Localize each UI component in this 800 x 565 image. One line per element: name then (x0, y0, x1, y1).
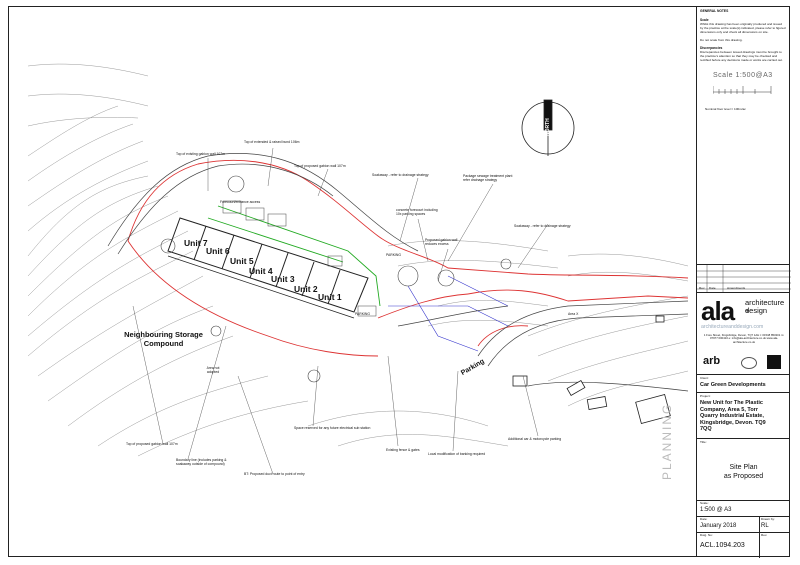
revision-grid (697, 265, 791, 293)
drawing-title-line-2: as Proposed (723, 473, 764, 480)
site-boundary (127, 159, 689, 357)
trees (160, 175, 512, 383)
client-block: Client: Car Green Developments (697, 374, 790, 392)
riba-logo (741, 357, 757, 369)
annotation: Additional car & motorcycle parking (508, 437, 562, 441)
scale-note: Whilst this drawing has been originally … (700, 22, 786, 34)
do-not-scale-note: Do not scale from this drawing. (700, 38, 743, 42)
unit-label: Unit 5 (230, 256, 254, 266)
gabion-wall (207, 205, 381, 307)
site-plan: Unit 7 Unit 6 Unit 5 Unit 4 Unit 3 Unit … (8, 6, 696, 557)
scale-block: Scale: 1:500 @ A3 (697, 500, 790, 516)
firm-website[interactable]: architectureanddesign.com (701, 324, 764, 330)
unit-label: Unit 3 (271, 274, 295, 284)
annotation: Package sewage treatment plant refer dra… (463, 174, 513, 182)
arb-logo: arb (703, 355, 721, 367)
annotation: Top of existing gabion wall 107m (176, 152, 226, 156)
project-heading: Project: (700, 394, 711, 398)
drawing-sheet (8, 6, 790, 557)
discrepancies-note: Discrepancies between issued drawings mu… (700, 50, 783, 62)
discrepancies-heading: Discrepancies (700, 46, 723, 50)
north-arrow (521, 99, 575, 156)
parking-small-label: PARKING (386, 253, 402, 257)
unit-label: Unit 1 (318, 292, 342, 302)
amendments-column: Amendments (727, 286, 746, 290)
accreditation-logo (767, 355, 781, 369)
scale-bar-label: Scale 1:500@A3 (713, 72, 773, 79)
annotation: Area not adopted (206, 366, 220, 374)
parking-bays (222, 200, 377, 317)
drawing-title-line-1: Site Plan (729, 464, 758, 471)
firm-logo: ala (701, 296, 735, 326)
contour-lines (27, 63, 689, 457)
annotation: Top of proposed gabion wall 107m (126, 442, 178, 446)
unit-label: Unit 2 (294, 284, 318, 294)
drawn-heading: Drawn by: (761, 517, 775, 521)
rev-column: Rev (699, 286, 705, 290)
unit-label: Unit 6 (206, 246, 230, 256)
drainage-lines (388, 275, 509, 352)
unit-label: Unit 4 (249, 266, 273, 276)
firm-address: 1 Fore Street, Kingsbridge, Devon, TQ7 1… (703, 333, 785, 344)
neighbouring-compound-label: Neighbouring Storage Compound (124, 330, 203, 348)
annotation: Existing fence & gates (386, 448, 420, 452)
nominal-floor-level: Nominal floor level = 100m/ac (705, 107, 746, 111)
title-block: GENERAL NOTES Scale Whilst this drawing … (696, 6, 791, 558)
neighbour-buildings (512, 315, 671, 424)
north-label: NORTH (545, 118, 551, 136)
annotation: Soakaway - refer to drainage strategy (372, 173, 429, 177)
annotation: Forecourt/entrance access (220, 200, 261, 204)
drawing-title-block: Title: Site Plan as Proposed (697, 438, 790, 500)
client-name: Car Green Developments (700, 382, 766, 388)
annotation: Space reserved for any future electrical… (294, 426, 371, 430)
firm-name-1: architecture + (745, 298, 785, 315)
annotation: Area X (568, 312, 579, 316)
annotation: Soakaway - refer to drainage strategy (514, 224, 571, 228)
dwg-number-block: Dwg. No: ACL.1094.203 Rev. (697, 532, 790, 558)
date-column: Date (709, 286, 716, 290)
annotation: Top of proposed gabion wall 107m (294, 164, 346, 168)
rev-heading: Rev. (761, 533, 768, 537)
parking-bay-label: PARKING (355, 312, 371, 316)
scale-heading-2: Scale: (700, 501, 709, 505)
revision-table: Rev Date Amendments (697, 264, 791, 293)
project-block: Project: New Unit for The Plastic Compan… (697, 392, 790, 438)
dwg-heading: Dwg. No: (700, 533, 713, 537)
site-plan-drawing (27, 63, 689, 475)
annotation: BT: Proposed duct route to point of entr… (244, 472, 305, 476)
planning-watermark: PLANNING (660, 402, 674, 480)
drawn-value: RL (761, 523, 769, 529)
annotation: concrete forecourt including 10x parking… (396, 208, 438, 216)
scale-heading: Scale (700, 18, 709, 22)
general-notes-heading: GENERAL NOTES (700, 9, 729, 13)
access-road (107, 153, 689, 392)
project-address: New Unit for The Plastic Company, Area 5… (700, 400, 766, 433)
firm-block: ala architecture + design architecturean… (697, 292, 790, 374)
scale-value: 1:500 @ A3 (700, 507, 732, 513)
date-value: January 2018 (700, 523, 737, 529)
annotation: Top of extended & raised bund 106m (244, 140, 300, 144)
annotation: Local modification of banking required (428, 452, 486, 456)
leader-lines (132, 147, 549, 475)
title-heading: Title: (700, 440, 707, 444)
scale-bar (713, 86, 772, 94)
dwg-number: ACL.1094.203 (700, 542, 745, 549)
firm-name-2: design (745, 306, 768, 315)
date-drawn-block: Date: January 2018 Drawn by: RL (697, 516, 790, 533)
date-heading: Date: (700, 517, 708, 521)
unit-label: Unit 7 (184, 238, 208, 248)
client-heading: Client: (700, 376, 709, 380)
annotation: Proposed gabion wall reduces excess (425, 238, 458, 246)
annotation: Boundary line (includes parking & soakaw… (176, 458, 227, 466)
